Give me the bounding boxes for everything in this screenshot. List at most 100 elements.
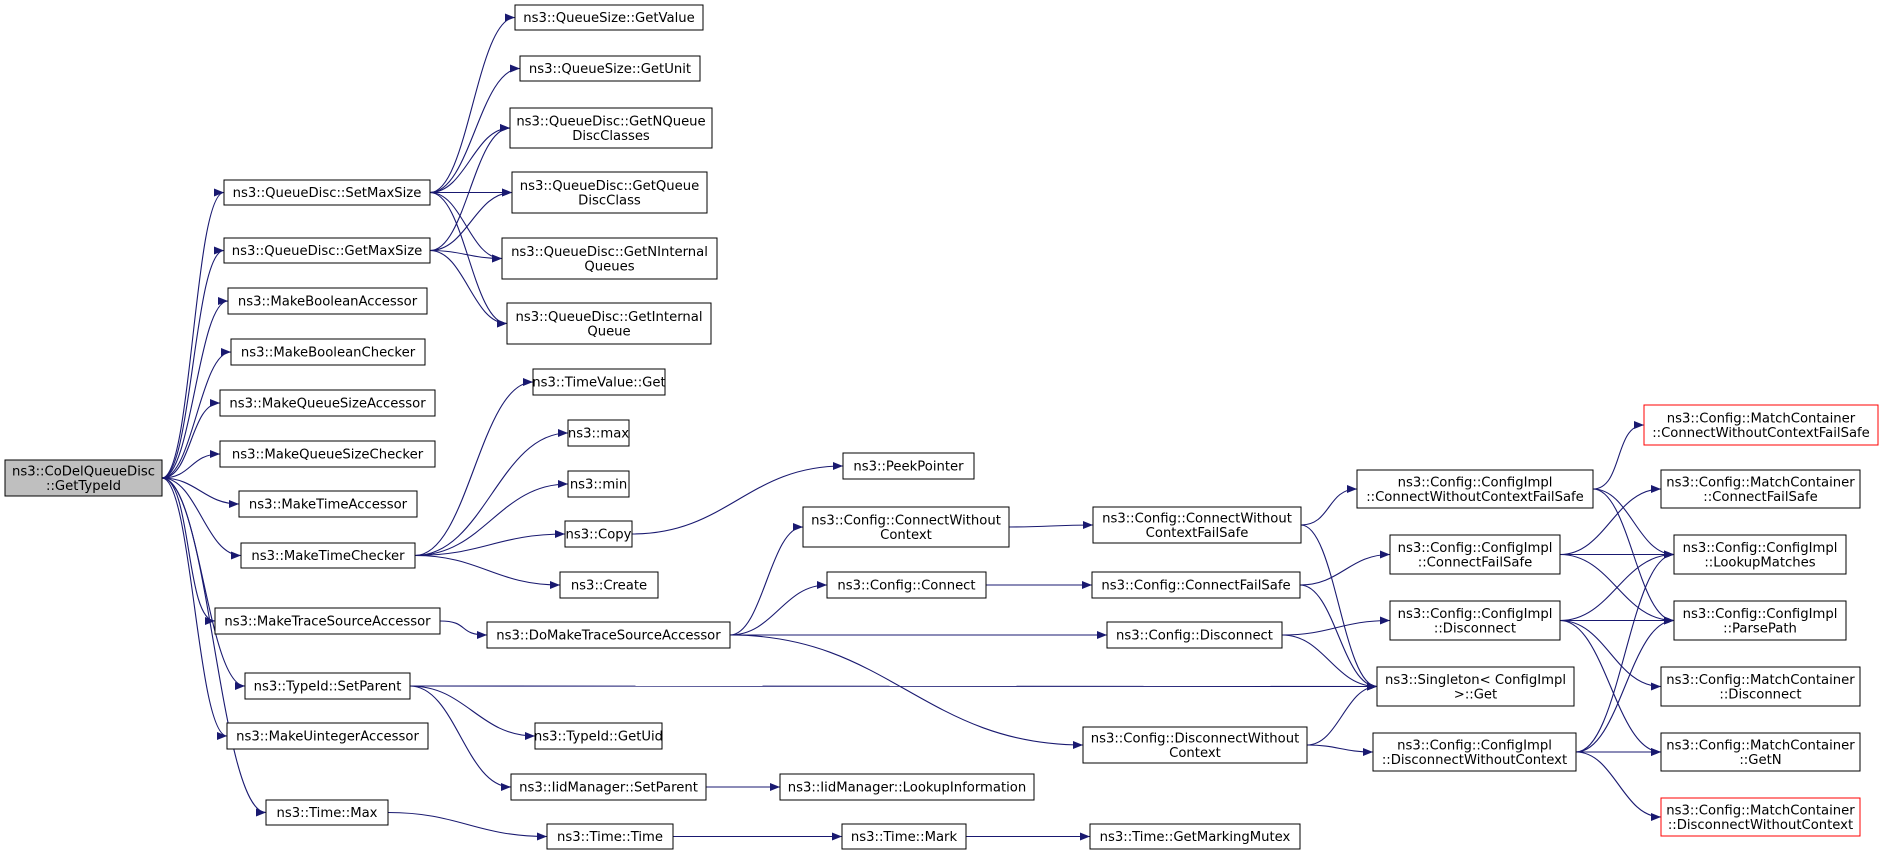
node-time-max[interactable]: ns3::Time::Max <box>265 799 389 826</box>
node-ci-connwofs[interactable]: ns3::Config::ConfigImpl::ConnectWithoutC… <box>1356 469 1594 509</box>
node-mk-boolacc[interactable]: ns3::MakeBooleanAccessor <box>227 287 428 315</box>
node-time-getmm[interactable]: ns3::Time::GetMarkingMutex <box>1089 823 1301 850</box>
node-time-time[interactable]: ns3::Time::Time <box>546 823 674 850</box>
node-mc-getn[interactable]: ns3::Config::MatchContainer::GetN <box>1660 732 1861 772</box>
node-copy[interactable]: ns3::Copy <box>564 520 633 548</box>
node-label: ns3::Copy <box>566 528 632 543</box>
node-qs-getvalue[interactable]: ns3::QueueSize::GetValue <box>514 4 704 31</box>
node-root[interactable]: ns3::CoDelQueueDisc::GetTypeId <box>4 459 163 497</box>
edges-layer <box>161 13 1675 841</box>
node-box <box>567 419 630 447</box>
node-label: ns3::QueueDisc::GetMaxSize <box>232 244 423 259</box>
edge-root-to-mk-boolacc <box>161 297 229 479</box>
node-qd-getmaxsize[interactable]: ns3::QueueDisc::GetMaxSize <box>223 237 431 264</box>
node-iid-setparent[interactable]: ns3::IidManager::SetParent <box>510 773 707 801</box>
edge-cfg-disconnect-to-ci-disconnect <box>1281 616 1391 636</box>
node-label: ::ConnectWithoutContextFailSafe <box>1652 426 1870 441</box>
node-label: ns3::Config::ConfigImpl <box>1683 541 1838 556</box>
edge-ci-connwofs-to-mc-connwofs <box>1592 421 1645 490</box>
node-tid-getuid[interactable]: ns3::TypeId::GetUid <box>534 722 663 750</box>
node-mc-disconnect[interactable]: ns3::Config::MatchContainer::Disconnect <box>1660 666 1861 707</box>
node-box <box>227 287 428 315</box>
node-mk-uintacc[interactable]: ns3::MakeUintegerAccessor <box>226 722 429 750</box>
node-peekptr[interactable]: ns3::PeekPointer <box>842 452 975 480</box>
node-label: ns3::Config::DisconnectWithout <box>1091 731 1300 746</box>
node-label: DiscClass <box>578 193 641 208</box>
edge-mk-timechk-to-create <box>414 554 561 589</box>
node-box <box>1660 469 1861 509</box>
node-box <box>1660 732 1861 772</box>
node-box <box>223 237 431 264</box>
node-ci-parse[interactable]: ns3::Config::ConfigImpl::ParsePath <box>1673 600 1847 641</box>
node-box <box>230 338 426 366</box>
edge-qd-getmaxsize-to-qd-getqueue <box>429 188 513 252</box>
node-tv-get[interactable]: ns3::TimeValue::Get <box>532 368 666 396</box>
node-qd-setmaxsize[interactable]: ns3::QueueDisc::SetMaxSize <box>223 179 431 206</box>
node-box <box>219 389 436 417</box>
node-mc-disconnwo[interactable]: ns3::Config::MatchContainer::DisconnectW… <box>1660 797 1861 837</box>
node-cfg-connfs[interactable]: ns3::Config::ConnectFailSafe <box>1091 571 1301 599</box>
edge-cfg-disconnect-to-singleton-get <box>1281 634 1378 691</box>
node-box <box>1089 823 1301 850</box>
node-ci-lookup[interactable]: ns3::Config::ConfigImpl::LookupMatches <box>1673 534 1847 575</box>
node-label: ns3::QueueSize::GetValue <box>523 11 695 26</box>
node-mk-qschk[interactable]: ns3::MakeQueueSizeChecker <box>219 440 436 468</box>
node-box <box>511 171 708 214</box>
node-cfg-disconnwo[interactable]: ns3::Config::DisconnectWithoutContext <box>1082 726 1308 764</box>
edge-cfg-disconnwo-to-ci-disconnwo <box>1306 744 1374 756</box>
node-box <box>1372 732 1577 772</box>
node-label: ::LookupMatches <box>1704 555 1815 570</box>
node-mc-connwofs[interactable]: ns3::Config::MatchContainer::ConnectWith… <box>1643 404 1879 446</box>
node-mc-connfs[interactable]: ns3::Config::MatchContainer::ConnectFail… <box>1660 469 1861 509</box>
node-label: DiscClasses <box>572 129 650 144</box>
node-label: ns3::PeekPointer <box>853 460 964 475</box>
node-mk-timeacc[interactable]: ns3::MakeTimeAccessor <box>238 490 418 518</box>
node-cfg-disconnect[interactable]: ns3::Config::Disconnect <box>1106 621 1283 649</box>
node-label: ::ConnectFailSafe <box>1418 555 1532 570</box>
edge-do-mk-tsacc-to-cfg-connect <box>729 581 828 636</box>
node-mk-timechk[interactable]: ns3::MakeTimeChecker <box>240 542 416 569</box>
edge-tid-setparent-to-iid-setparent <box>409 685 512 791</box>
node-mk-qsacc[interactable]: ns3::MakeQueueSizeAccessor <box>219 389 436 417</box>
edge-qd-getmaxsize-to-qd-getinternal <box>429 249 508 328</box>
node-iid-lookup[interactable]: ns3::IidManager::LookupInformation <box>779 773 1035 801</box>
node-label: ns3::Config::MatchContainer <box>1666 803 1855 818</box>
node-tid-setparent[interactable]: ns3::TypeId::SetParent <box>244 672 411 700</box>
node-box <box>841 823 967 850</box>
node-label: ns3::MakeTimeChecker <box>251 549 405 564</box>
node-label: ns3::Config::ConfigImpl <box>1398 475 1553 490</box>
node-min[interactable]: ns3::min <box>567 470 630 498</box>
edge-root-to-mk-timechk <box>161 477 242 560</box>
node-do-mk-tsacc[interactable]: ns3::DoMakeTraceSourceAccessor <box>486 621 731 649</box>
node-box <box>1356 469 1594 509</box>
node-max[interactable]: ns3::max <box>567 419 630 447</box>
node-qs-getunit[interactable]: ns3::QueueSize::GetUnit <box>519 55 701 82</box>
node-singleton-get[interactable]: ns3::Singleton< ConfigImpl>::Get <box>1376 666 1575 707</box>
node-label: ::GetN <box>1739 753 1781 768</box>
edge-qd-setmaxsize-to-qd-getinternal <box>429 191 508 328</box>
node-box <box>1660 666 1861 707</box>
node-label: ::ConnectWithoutContextFailSafe <box>1366 490 1584 505</box>
node-mk-tsacc[interactable]: ns3::MakeTraceSourceAccessor <box>214 607 441 635</box>
edge-root-to-mk-boolchk <box>161 348 232 479</box>
node-cfg-connwofs[interactable]: ns3::Config::ConnectWithoutContextFailSa… <box>1092 506 1302 544</box>
node-ci-disconnwo[interactable]: ns3::Config::ConfigImpl::DisconnectWitho… <box>1372 732 1577 772</box>
node-time-mark[interactable]: ns3::Time::Mark <box>841 823 967 850</box>
node-box <box>238 490 418 518</box>
node-cfg-connwo[interactable]: ns3::Config::ConnectWithoutContext <box>802 506 1010 548</box>
node-label: ns3::Config::Connect <box>837 579 975 594</box>
edge-ci-connfs-to-mc-connfs <box>1559 485 1662 556</box>
node-box <box>514 4 704 31</box>
node-ci-disconnect[interactable]: ns3::Config::ConfigImpl::Disconnect <box>1389 600 1561 641</box>
node-mk-boolchk[interactable]: ns3::MakeBooleanChecker <box>230 338 426 366</box>
node-create[interactable]: ns3::Create <box>559 571 659 599</box>
node-ci-connfs[interactable]: ns3::Config::ConfigImpl::ConnectFailSafe <box>1389 534 1561 575</box>
edge-mk-timechk-to-min <box>414 480 569 557</box>
edge-cfg-connfs-to-singleton-get <box>1299 584 1378 691</box>
node-cfg-connect[interactable]: ns3::Config::Connect <box>826 571 987 599</box>
edge-mk-tsacc-to-do-mk-tsacc <box>439 620 488 639</box>
